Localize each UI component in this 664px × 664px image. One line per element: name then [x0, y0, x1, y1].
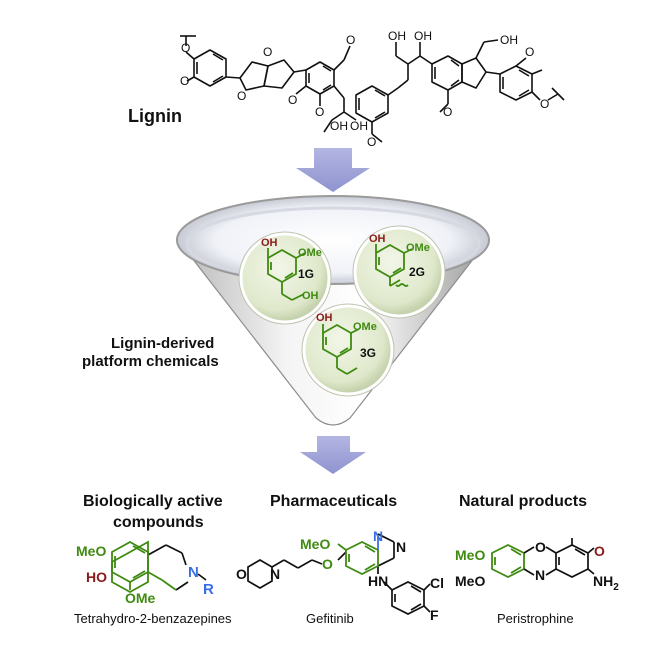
- lignin-o-9: O: [443, 105, 452, 119]
- lignin-oh-1: OH: [330, 119, 348, 133]
- pharma-morph-n: N: [270, 566, 280, 582]
- natural-nh2-main: NH: [593, 573, 613, 589]
- bioactive-heading-line1: Biologically active: [83, 493, 223, 510]
- compound-2g-id: 2G: [409, 265, 425, 279]
- bioactive-caption: Tetrahydro-2-benzazepines: [74, 611, 232, 626]
- lignin-ring-d: [431, 55, 463, 91]
- lignin-ring-a: [193, 49, 227, 87]
- pharma-morph-o: O: [236, 566, 247, 582]
- lignin-atom-labels: O O O O O O O O O O O OH OH OH OH OH: [180, 29, 549, 149]
- bioactive-heading-line2: compounds: [113, 514, 204, 531]
- compound-3g-id: 3G: [360, 346, 376, 360]
- compound-3g: OH OMe 3G: [301, 303, 395, 397]
- lignin-ring-c: [355, 85, 389, 123]
- lignin-o-11: O: [540, 97, 549, 111]
- bioactive-ome: OMe: [125, 590, 156, 606]
- pharma-caption: Gefitinib: [306, 611, 354, 626]
- pharma-heading: Pharmaceuticals: [270, 493, 397, 510]
- lignin-label: Lignin: [128, 106, 182, 126]
- natural-caption: Peristrophine: [497, 611, 574, 626]
- down-arrow-1: [296, 148, 370, 192]
- pharma-f: F: [430, 607, 439, 623]
- lignin-o-4: O: [263, 45, 272, 59]
- compound-3g-ome: OMe: [353, 321, 377, 333]
- natural-o-keto: O: [594, 543, 605, 559]
- natural-meo2: MeO: [455, 573, 485, 589]
- pharma-hn: HN: [368, 573, 388, 589]
- pharma-n2: N: [396, 539, 406, 555]
- platform-label-line1: Lignin-derived: [111, 335, 214, 352]
- pharma-n1: N: [373, 528, 383, 544]
- natural-nh2: NH2: [593, 573, 619, 593]
- lignin-o-5: O: [346, 33, 355, 47]
- compound-2g-oh: OH: [369, 233, 386, 245]
- lignin-oh-3: OH: [388, 29, 406, 43]
- bioactive-r: R: [203, 581, 214, 598]
- lignin-o-3: O: [237, 89, 246, 103]
- peristrophine-structure: MeO MeO O N O NH2: [455, 538, 619, 593]
- compound-1g-side-oh: OH: [302, 290, 319, 302]
- benzazepine-structure: MeO HO OMe N R: [76, 540, 214, 606]
- pharma-o-link: O: [322, 556, 333, 572]
- compound-2g-ome: OMe: [406, 242, 430, 254]
- lignin-oh-4: OH: [414, 29, 432, 43]
- down-arrow-2: [300, 436, 366, 474]
- pharma-cl: Cl: [430, 575, 444, 591]
- bioactive-n: N: [188, 564, 199, 581]
- compound-1g-ome: OMe: [298, 247, 322, 259]
- platform-label-line2: platform chemicals: [82, 353, 219, 370]
- lignin-ring-b: [305, 61, 335, 95]
- lignin-ring-e: [499, 65, 533, 101]
- lignin-dihydrofuran: [461, 57, 487, 89]
- lignin-o-6: O: [288, 93, 297, 107]
- natural-heading: Natural products: [459, 493, 587, 510]
- natural-n-ring: N: [535, 567, 545, 583]
- lignin-structure: [180, 35, 565, 143]
- natural-o-ring: O: [535, 539, 546, 555]
- lignin-o-2: O: [180, 74, 189, 88]
- pharma-meo: MeO: [300, 536, 330, 552]
- bioactive-ho: HO: [86, 569, 107, 585]
- compound-1g: OH OMe OH 1G: [238, 231, 332, 325]
- compound-2g: OH OMe 2G: [352, 225, 446, 319]
- compound-1g-id: 1G: [298, 267, 314, 281]
- bioactive-meo: MeO: [76, 543, 106, 559]
- lignin-o-8: O: [367, 135, 376, 149]
- lignin-o-1: O: [181, 41, 190, 55]
- compound-3g-oh: OH: [316, 312, 333, 324]
- natural-meo1: MeO: [455, 547, 485, 563]
- compound-1g-oh: OH: [261, 237, 278, 249]
- lignin-o-10: O: [525, 45, 534, 59]
- lignin-furofuran-right: [263, 59, 295, 89]
- gefitinib-structure: MeO O O N N N HN Cl F: [236, 528, 444, 623]
- lignin-oh-2: OH: [350, 119, 368, 133]
- lignin-oh-5: OH: [500, 33, 518, 47]
- natural-nh2-sub: 2: [613, 582, 619, 593]
- lignin-o-7: O: [315, 105, 324, 119]
